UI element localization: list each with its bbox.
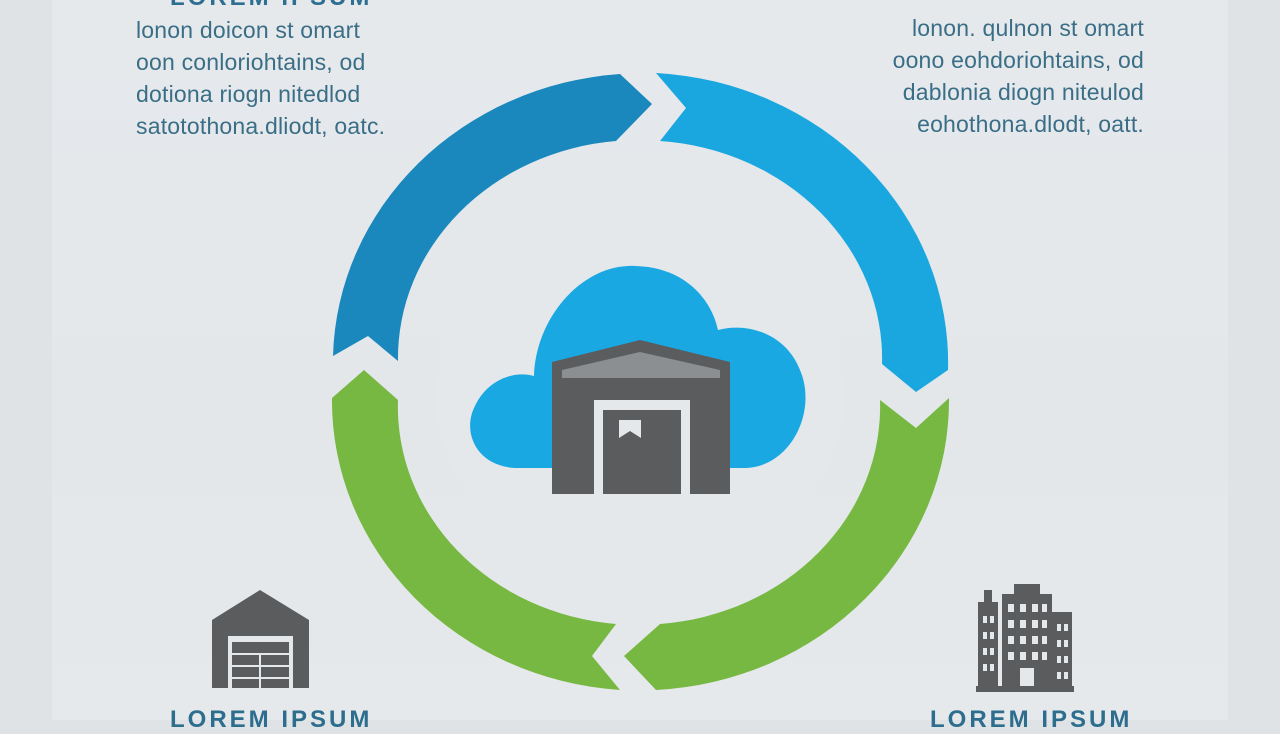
top-right-text-block: lonon. qulnon st omart oono eohdoriohtai… xyxy=(874,12,1144,140)
text-line: eohothona.dlodt, oatt. xyxy=(917,111,1144,137)
cycle-arrow-green-left xyxy=(331,370,620,690)
bottom-left-title: LOREM IPSUM xyxy=(170,706,373,733)
text-line: lonon. qulnon st omart xyxy=(912,15,1144,41)
office-building-icon xyxy=(976,584,1074,692)
text-line: dablonia diogn niteulod xyxy=(902,79,1144,105)
garage-icon xyxy=(212,590,309,688)
bottom-right-title: LOREM IPSUM xyxy=(930,706,1133,733)
cloud-warehouse-icon xyxy=(470,265,806,494)
text-line: dotiona riogn nitedlod xyxy=(136,81,361,107)
top-left-title: LOREM IPSUM xyxy=(170,0,372,12)
text-line: satotothona.dliodt, oatc. xyxy=(136,113,386,139)
top-left-text-block: lonon doicon st omart oon conloriohtains… xyxy=(136,14,406,142)
text-line: oono eohdoriohtains, od xyxy=(892,47,1144,73)
cycle-arrow-green-right xyxy=(624,398,950,690)
cycle-arrow-light-blue xyxy=(656,73,949,392)
text-line: lonon doicon st omart xyxy=(136,17,361,43)
cycle-arrow-dark-blue xyxy=(333,74,652,361)
text-line: oon conloriohtains, od xyxy=(136,49,366,75)
